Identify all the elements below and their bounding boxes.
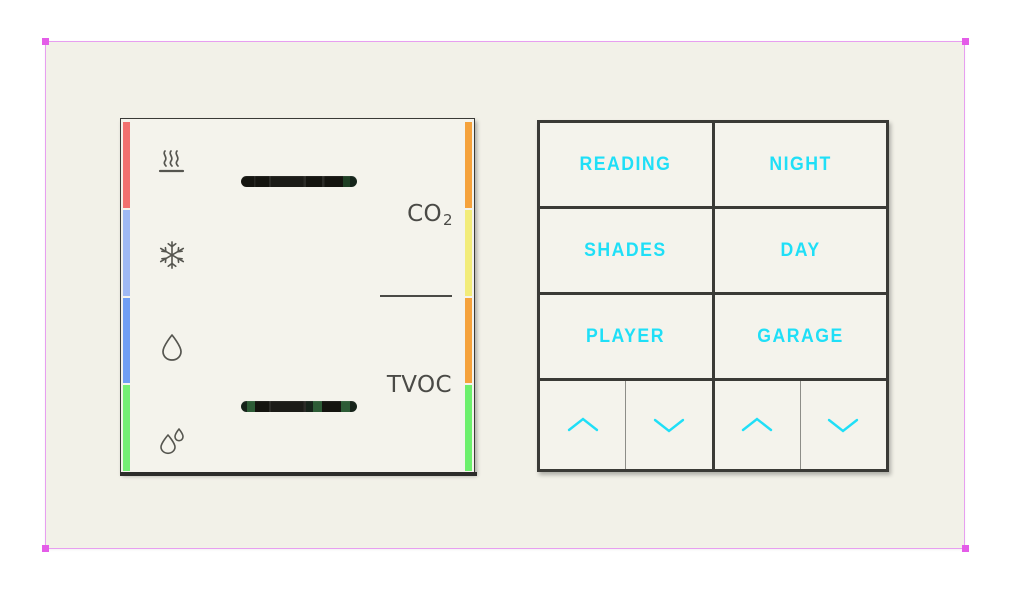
selection-handle-bottom-left[interactable] bbox=[42, 545, 49, 552]
key-dim-right-down[interactable] bbox=[800, 381, 886, 469]
key-dim-right-up[interactable] bbox=[714, 381, 801, 469]
climate-air-quality-module[interactable]: CO2 TVOC bbox=[120, 118, 477, 476]
led-tvoc-good bbox=[465, 385, 472, 471]
cooling-snowflake-icon[interactable] bbox=[151, 234, 193, 276]
led-heating bbox=[123, 122, 130, 208]
keypad-row-2: SHADES DAY bbox=[540, 209, 886, 295]
co2-level-bar bbox=[241, 176, 357, 187]
tvoc-level-bar bbox=[241, 401, 357, 412]
led-co2-high bbox=[465, 122, 472, 208]
key-shades-label: SHADES bbox=[584, 239, 668, 261]
keypad-row-3: PLAYER GARAGE bbox=[540, 295, 886, 381]
tvoc-label: TVOC bbox=[386, 372, 452, 398]
co2-label: CO2 bbox=[407, 201, 453, 229]
led-strip-right bbox=[465, 122, 472, 471]
sensor-divider bbox=[380, 295, 452, 297]
key-night-label: NIGHT bbox=[769, 153, 832, 175]
key-dim-left-down[interactable] bbox=[626, 381, 715, 469]
scene-keypad-module[interactable]: READING NIGHT SHADES DAY PLAYER GARAGE bbox=[537, 120, 889, 472]
heating-icon[interactable] bbox=[151, 141, 193, 183]
key-shades[interactable]: SHADES bbox=[540, 209, 715, 292]
led-co2-medium bbox=[465, 209, 472, 296]
led-cooling-pale bbox=[123, 209, 130, 296]
humidify-droplet-icon[interactable] bbox=[151, 326, 193, 368]
led-strip-left bbox=[123, 122, 130, 471]
selection-handle-top-left[interactable] bbox=[42, 38, 49, 45]
co2-label-text: CO bbox=[407, 201, 443, 227]
key-reading-label: READING bbox=[579, 153, 672, 175]
key-day[interactable]: DAY bbox=[714, 209, 886, 292]
keypad-row-1: READING NIGHT bbox=[540, 123, 886, 209]
led-dehumidify bbox=[123, 385, 130, 471]
selection-handle-bottom-right[interactable] bbox=[962, 545, 969, 552]
key-player-label: PLAYER bbox=[586, 325, 666, 347]
chevron-up-icon bbox=[567, 417, 598, 432]
key-dim-left-up[interactable] bbox=[540, 381, 627, 469]
key-day-label: DAY bbox=[780, 239, 821, 261]
keypad-dimmer-row bbox=[540, 381, 886, 469]
co2-subscript: 2 bbox=[443, 211, 453, 229]
key-garage[interactable]: GARAGE bbox=[714, 295, 886, 378]
chevron-down-icon bbox=[653, 418, 685, 433]
key-night[interactable]: NIGHT bbox=[714, 123, 886, 206]
chevron-up-icon bbox=[741, 417, 773, 432]
led-humidify bbox=[123, 297, 130, 384]
selection-handle-top-right[interactable] bbox=[962, 38, 969, 45]
led-tvoc-high bbox=[465, 297, 472, 384]
key-garage-label: GARAGE bbox=[757, 325, 844, 347]
dehumidify-droplet-icon[interactable] bbox=[151, 419, 193, 461]
chevron-down-icon bbox=[828, 418, 859, 433]
key-reading[interactable]: READING bbox=[540, 123, 715, 206]
climate-icon-column bbox=[151, 141, 211, 461]
key-player[interactable]: PLAYER bbox=[540, 295, 715, 378]
